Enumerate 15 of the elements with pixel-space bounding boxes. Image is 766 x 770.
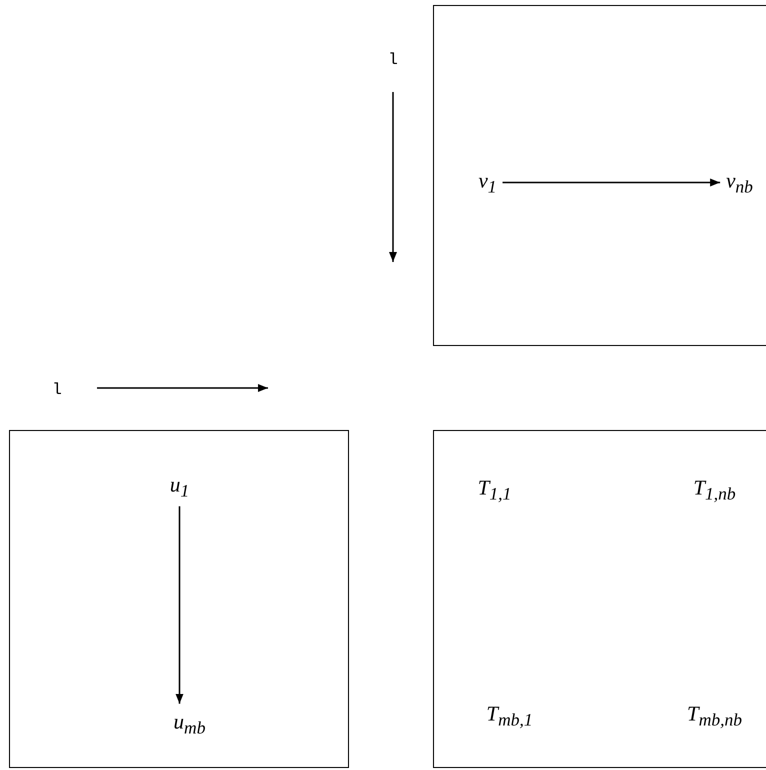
index-label: l: [52, 381, 62, 399]
matrix-entry: T$_{mb,1}$: [486, 702, 533, 730]
matrix-block: [433, 430, 766, 768]
matrix-entry: T$_{1,nb}$: [693, 476, 736, 504]
index-label: l: [388, 51, 398, 69]
arrow: [176, 506, 184, 704]
arrow: [502, 178, 720, 186]
vector-element: u$_{mb}$: [174, 710, 206, 738]
vector-element: v$_{1}$: [478, 168, 497, 196]
vector-element: v$_{nb}$: [726, 168, 753, 196]
vector-element: u$_{1}$: [170, 472, 190, 500]
matrix-entry: T$_{mb,nb}$: [687, 702, 742, 730]
matrix-entry: T$_{1,1}$: [478, 476, 512, 504]
matrix-block: [433, 5, 766, 346]
matrix-block: [9, 430, 349, 768]
